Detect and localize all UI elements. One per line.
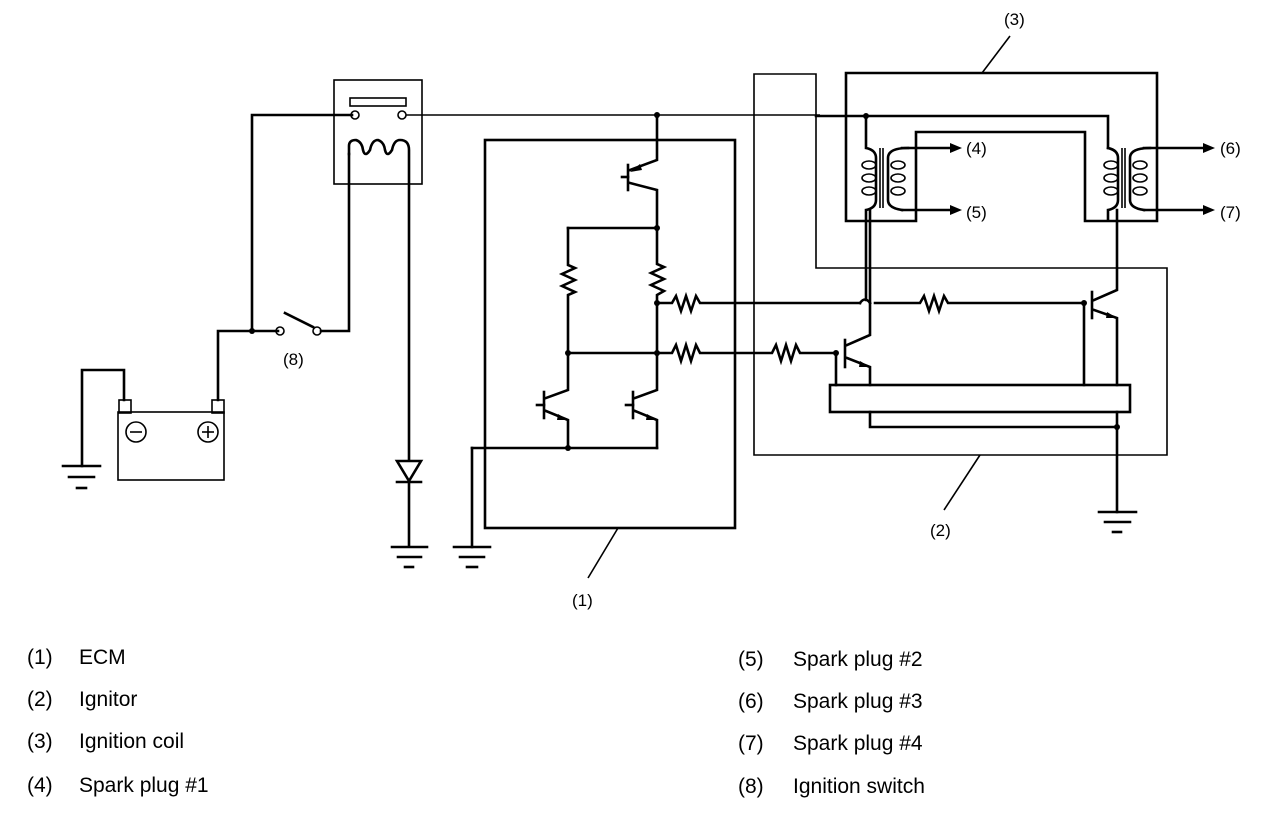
transistor-icon [833, 208, 872, 387]
callout-ecm: (1) [572, 591, 593, 610]
wire-to-relay-contact [250, 113, 354, 333]
arrow-icon [1203, 205, 1215, 215]
callout-ignition-switch: (8) [283, 350, 304, 369]
resistor-icon [566, 340, 838, 366]
diode-icon [394, 459, 424, 548]
coil-icon [861, 114, 910, 302]
ignitor-module-bar [828, 383, 1132, 414]
ground-icon [1097, 510, 1138, 534]
arrow-icon [1203, 143, 1215, 153]
resistor-icon [655, 291, 862, 316]
ignition-coil-box [844, 71, 1159, 223]
callout-plug3: (6) [1220, 139, 1241, 158]
switch-contact [275, 326, 285, 336]
arrow-icon [950, 205, 962, 215]
callout-plug2: (5) [966, 203, 987, 222]
wire-switch-to-coil [319, 152, 351, 333]
callout-leader-ecm [587, 527, 619, 579]
ignition-circuit-diagram: (8) (1) [61, 10, 1241, 610]
callout-leader-ignitor [943, 454, 981, 511]
callout-ignition-coil: (3) [1004, 10, 1025, 29]
battery-negative-terminal [118, 399, 132, 414]
relay-case [333, 79, 423, 185]
battery-positive-terminal [211, 399, 225, 414]
wire-battery-ground [80, 368, 126, 468]
wire-coil-primary-feed [814, 114, 1110, 150]
relay-armature [349, 97, 407, 107]
resistor-icon [558, 226, 579, 355]
callout-leader-coil [981, 35, 1011, 74]
callout-ignitor: (2) [930, 521, 951, 540]
transistor-icon [1090, 208, 1119, 387]
ground-icon [390, 545, 429, 569]
transistor-icon [535, 351, 570, 450]
ignition-switch [275, 152, 351, 336]
relay-coil [347, 138, 411, 462]
resistor-icon [873, 291, 1086, 316]
callout-plug4: (7) [1220, 203, 1241, 222]
ground-icon [61, 464, 102, 490]
battery-minus-icon [125, 421, 147, 443]
coil-icon [1103, 146, 1152, 222]
battery-plus-icon [197, 421, 219, 443]
transistor-icon [620, 113, 659, 230]
ground-icon [452, 545, 492, 569]
ignitor-box [753, 73, 1168, 456]
battery-body [117, 411, 225, 481]
callout-plug1: (4) [966, 139, 987, 158]
battery [117, 399, 225, 481]
wire-battery-positive [216, 329, 280, 402]
arrow-icon [950, 143, 962, 153]
transistor-icon [624, 351, 659, 450]
main-relay [333, 79, 423, 462]
switch-lever [283, 311, 315, 329]
resistor-icon [647, 226, 668, 355]
ecm-box [483, 138, 737, 530]
